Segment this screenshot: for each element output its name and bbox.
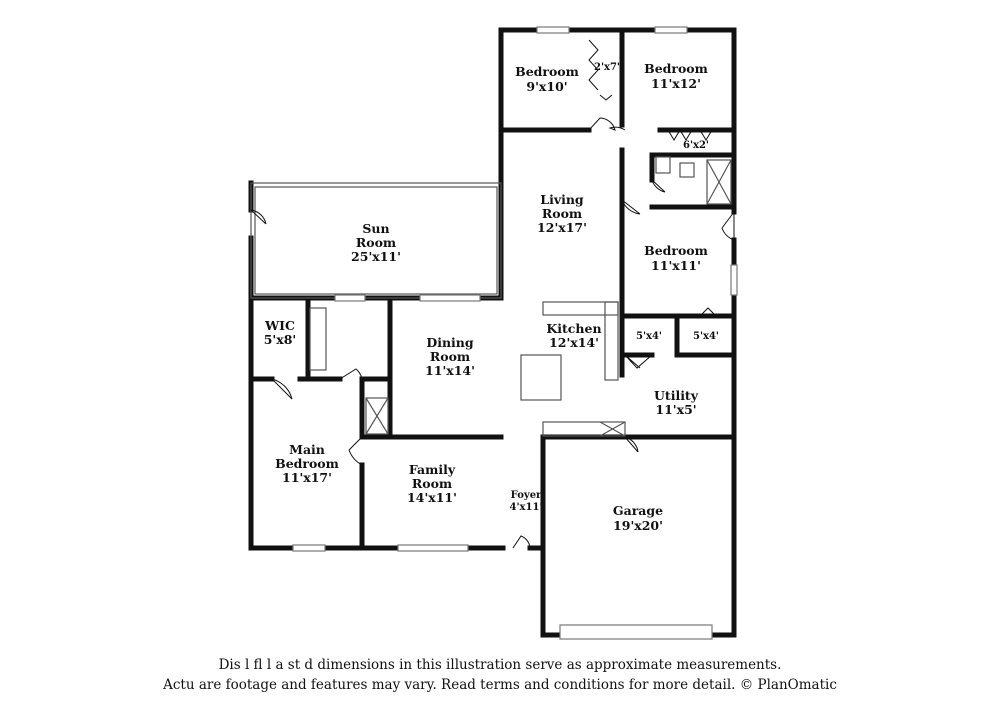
label-living-size: 12'x17' xyxy=(537,220,587,235)
label-sun-name: Sun xyxy=(362,221,389,236)
label-sun-size: 25'x11' xyxy=(351,249,401,264)
label-family-size: 14'x11' xyxy=(407,490,457,505)
label-main-bedroom-name: Main xyxy=(289,442,325,457)
label-kitchen-name: Kitchen xyxy=(546,321,601,336)
disclaimer-line-1: Dis l fl l a st d dimensions in this ill… xyxy=(218,657,782,673)
thin-lines xyxy=(250,156,732,437)
label-closet-b-size: 6'x2' xyxy=(683,140,709,151)
windows xyxy=(292,26,738,640)
label-main-bedroom-size: 11'x17' xyxy=(282,470,332,485)
label-foyer-size: 4'x11' xyxy=(510,502,543,513)
label-utility-name: Utility xyxy=(654,388,699,403)
label-living-name: Living xyxy=(540,192,584,207)
label-wic-size: 5'x8' xyxy=(264,332,297,347)
disclaimer-line-2: Actu are footage and features may vary. … xyxy=(163,677,837,693)
label-closet-d-size: 5'x4' xyxy=(693,331,719,342)
label-garage-size: 19'x20' xyxy=(613,518,663,533)
label-kitchen-size: 12'x14' xyxy=(549,335,599,350)
label-living-name2: Room xyxy=(542,206,582,221)
label-foyer-name: Foyer xyxy=(511,490,542,501)
label-utility-size: 11'x5' xyxy=(655,402,696,417)
label-bedroom-c-size: 11'x11' xyxy=(651,258,701,273)
label-dining-name: Dining xyxy=(426,335,474,350)
label-bedroom-a-size: 9'x10' xyxy=(526,79,567,94)
label-main-bedroom-name2: Bedroom xyxy=(275,456,339,471)
doors xyxy=(250,39,735,549)
label-wic-name: WIC xyxy=(264,318,295,333)
label-sun-name2: Room xyxy=(356,235,396,250)
label-bedroom-b-size: 11'x12' xyxy=(651,76,701,91)
label-dining-size: 11'x14' xyxy=(425,363,475,378)
label-bedroom-a-name: Bedroom xyxy=(515,64,579,79)
room-labels: Bedroom 9'x10' 2'x7' Bedroom 11'x12' 6'x… xyxy=(264,61,719,533)
label-bedroom-c-name: Bedroom xyxy=(644,243,708,258)
label-closet-a-size: 2'x7' xyxy=(594,62,620,73)
label-family-name2: Room xyxy=(412,476,452,491)
label-garage-name: Garage xyxy=(613,503,663,518)
label-dining-name2: Room xyxy=(430,349,470,364)
label-bedroom-b-name: Bedroom xyxy=(644,61,708,76)
label-family-name: Family xyxy=(409,462,456,477)
label-closet-c-size: 5'x4' xyxy=(636,331,662,342)
